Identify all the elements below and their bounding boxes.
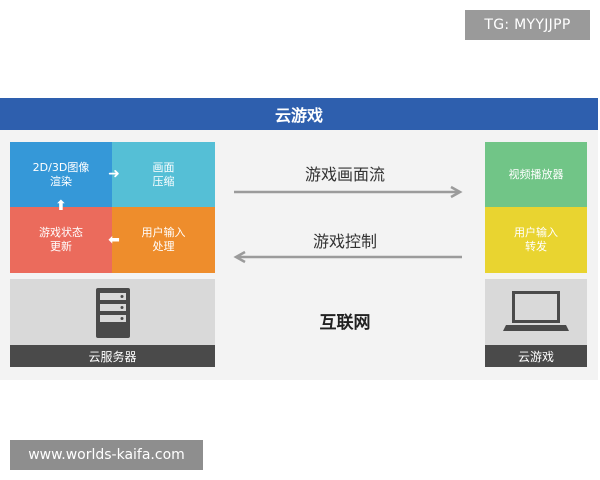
forward-line-2: 转发 (525, 240, 547, 253)
server-label: 云服务器 (10, 345, 215, 367)
laptop-icon (503, 291, 569, 331)
render-cell: 2D/3D图像 渲染 (10, 142, 112, 207)
control-label: 游戏控制 (312, 232, 377, 251)
update-cell: 游戏状态 更新 (10, 207, 112, 273)
internet-label: 互联网 (319, 312, 371, 333)
update-line-2: 更新 (50, 240, 72, 253)
watermark-bottom: www.worlds-kaifa.com (10, 440, 203, 470)
process-cell: 用户输入 处理 (112, 207, 215, 273)
process-line-2: 处理 (152, 240, 175, 253)
client-box (485, 279, 587, 345)
compress-cell: 画面 压缩 (112, 142, 215, 207)
update-line-1: 游戏状态 (39, 226, 83, 239)
render-line-1: 2D/3D图像 (32, 160, 90, 174)
player-line: 视频播放器 (508, 167, 564, 181)
diagram-title: 云游戏 (0, 98, 598, 130)
control-arrow (233, 250, 462, 264)
client-label: 云游戏 (485, 345, 587, 367)
video-stream-arrow (234, 185, 463, 199)
forward-cell: 用户输入 转发 (485, 207, 587, 273)
arrow-left-icon: ⬅ (108, 232, 120, 248)
arrow-up-icon: ⬆ (55, 198, 67, 214)
forward-line-1: 用户输入 (514, 226, 558, 239)
arrow-right-icon: ➜ (108, 166, 120, 182)
compress-line-2: 压缩 (152, 174, 175, 188)
player-cell: 视频播放器 (485, 142, 587, 207)
compress-line-1: 画面 (152, 160, 175, 174)
render-line-2: 渲染 (50, 174, 72, 188)
process-line-1: 用户输入 (141, 226, 186, 239)
server-box (10, 279, 215, 345)
server-icon (96, 288, 130, 338)
watermark-top: TG: MYYJJPP (465, 10, 590, 40)
video-stream-label: 游戏画面流 (304, 165, 385, 184)
